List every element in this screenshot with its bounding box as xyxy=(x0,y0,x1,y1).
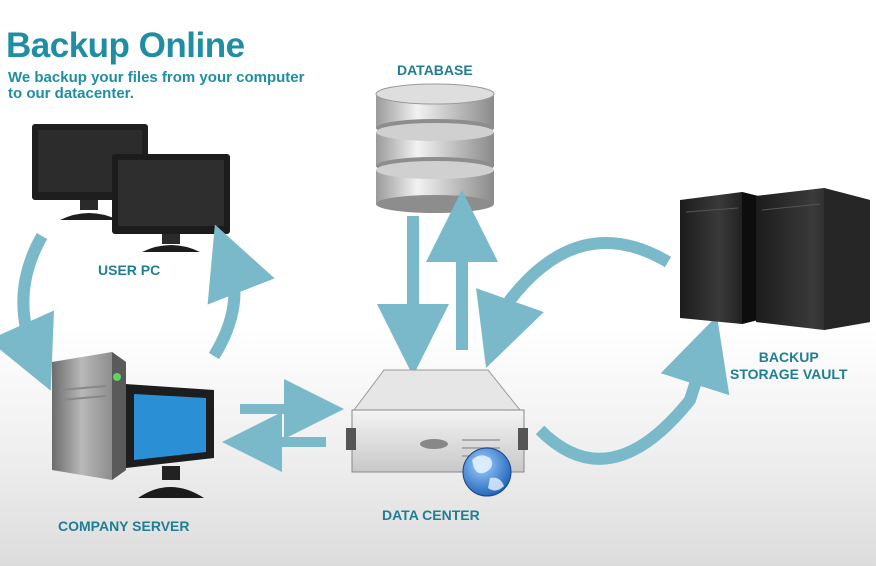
user-pc-label: USER PC xyxy=(98,262,161,278)
database-icon xyxy=(375,83,495,213)
company-server-label: COMPANY SERVER xyxy=(58,518,190,534)
page-subtitle: We backup your files from your computer … xyxy=(8,70,348,102)
globe-icon xyxy=(462,447,512,497)
vault-label-line: STORAGE VAULT xyxy=(730,366,848,382)
storage-vault-label: BACKUP STORAGE VAULT xyxy=(730,349,847,383)
arrow-icon xyxy=(0,233,55,391)
subtitle-line: to our datacenter. xyxy=(8,85,134,102)
rack-server-icon xyxy=(680,188,870,330)
server-tower-icon xyxy=(52,352,126,480)
arrow-icon xyxy=(535,315,730,465)
arrow-icon xyxy=(207,224,275,360)
page-title: Backup Online xyxy=(6,26,245,65)
arrow-icon xyxy=(476,237,672,368)
vault-label-line: BACKUP xyxy=(758,349,819,365)
data-center-label: DATA CENTER xyxy=(382,507,480,523)
monitor-icon xyxy=(126,384,214,498)
subtitle-line: We backup your files from your computer xyxy=(8,69,305,86)
database-label: DATABASE xyxy=(397,62,473,78)
monitor-icon xyxy=(112,154,230,252)
